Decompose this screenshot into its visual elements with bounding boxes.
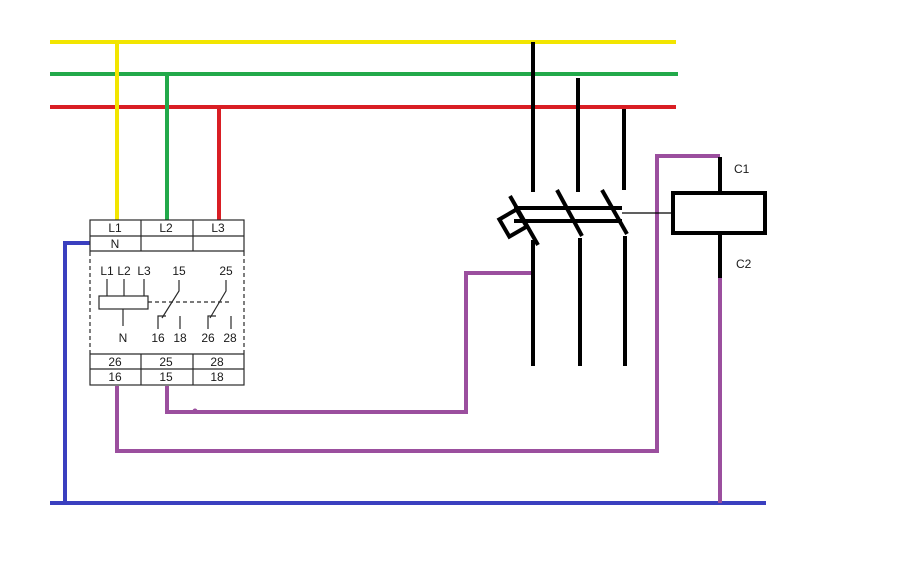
contactor-coil <box>671 191 767 235</box>
relay-coil-symbol <box>98 295 149 310</box>
coil-label-c1: C1 <box>734 162 750 176</box>
contactor-poles <box>496 42 672 366</box>
relay-terminal-l1: L1 <box>108 221 122 235</box>
contact2-output-28: 28 <box>223 331 237 345</box>
phase-monitor-relay: L1 L2 L3 N L1 L2 L3 N 15 16 18 25 26 28 … <box>89 219 245 386</box>
bottom-terminal-25: 25 <box>159 355 173 369</box>
contact2-switch <box>209 280 227 319</box>
bottom-terminal-26: 26 <box>108 355 122 369</box>
coil-label-c2: C2 <box>736 257 752 271</box>
relay-terminal-l2: L2 <box>159 221 173 235</box>
inner-label-l3: L3 <box>137 264 151 278</box>
inner-label-n: N <box>119 331 128 345</box>
contact2-common-label: 25 <box>219 264 233 278</box>
inner-label-l2: L2 <box>117 264 131 278</box>
control-wire-16 <box>115 154 720 453</box>
contact2-output-26: 26 <box>201 331 215 345</box>
control-wire-15 <box>165 271 533 414</box>
junction-dot <box>192 408 198 414</box>
relay-terminal-n: N <box>111 237 120 251</box>
relay-terminal-l3: L3 <box>211 221 225 235</box>
bottom-terminal-15: 15 <box>159 370 173 384</box>
contact1-output-18: 18 <box>173 331 187 345</box>
bottom-terminal-16: 16 <box>108 370 122 384</box>
bottom-terminal-28: 28 <box>210 355 224 369</box>
inner-label-l1: L1 <box>100 264 114 278</box>
contact1-switch <box>161 280 180 319</box>
contact1-common-label: 15 <box>172 264 186 278</box>
bottom-terminal-18: 18 <box>210 370 224 384</box>
contact1-output-16: 16 <box>151 331 165 345</box>
